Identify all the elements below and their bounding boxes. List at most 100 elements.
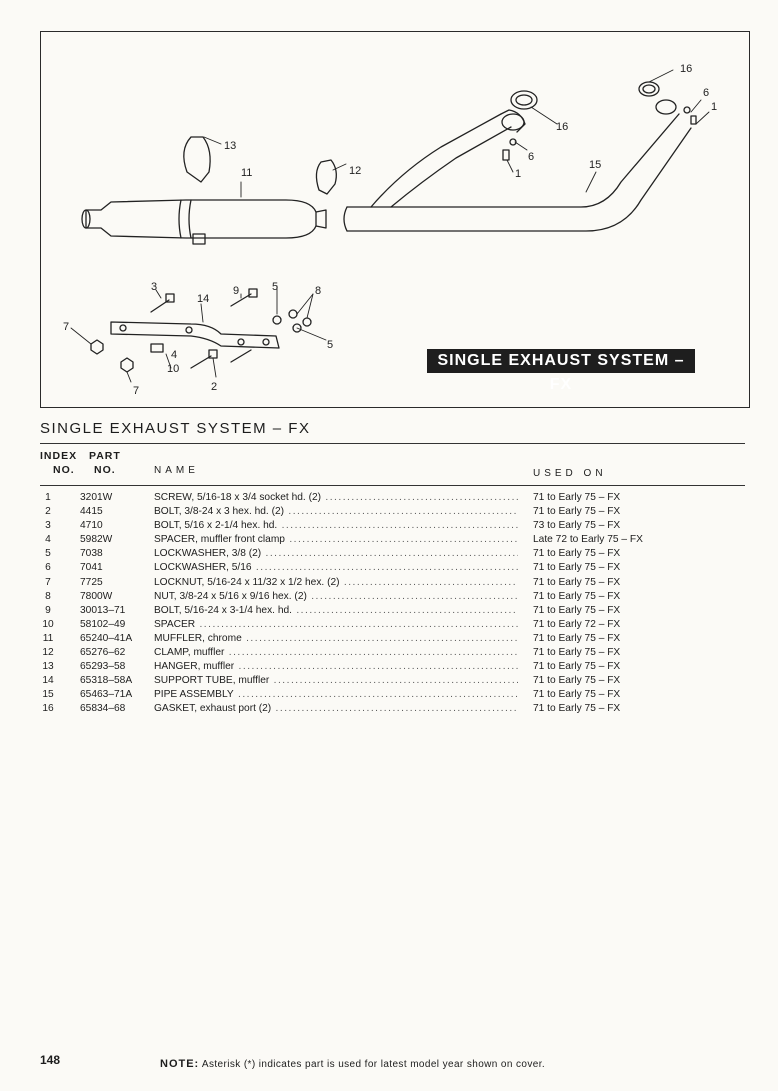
callout-14: 14 — [197, 293, 209, 305]
part-name-text: HANGER, muffler — [154, 661, 235, 673]
dot-leader: ........................................… — [238, 661, 518, 673]
muffler-illustration — [85, 199, 317, 239]
part-name-text: MUFFLER, chrome — [154, 632, 242, 644]
parts-diagram: 16 6 1 16 6 1 15 13 11 12 3 14 9 5 8 5 7… — [40, 31, 750, 408]
used-on-cell: 71 to Early 75 – FX — [533, 548, 621, 560]
note-label: NOTE: — [160, 1058, 200, 1070]
hanger-illustration — [183, 136, 211, 183]
used-on-cell: 71 to Early 75 – FX — [533, 576, 621, 588]
used-on-cell: Late 72 to Early 75 – FX — [533, 534, 643, 546]
used-on-cell: 71 to Early 75 – FX — [533, 506, 621, 518]
index-cell: 12 — [42, 647, 54, 659]
part-number-cell: 58102–49 — [80, 618, 126, 630]
callout-3: 3 — [151, 281, 157, 293]
used-on-cell: 71 to Early 75 – FX — [533, 689, 621, 701]
used-on-cell: 71 to Early 75 – FX — [533, 590, 621, 602]
part-name-text: PIPE ASSEMBLY — [154, 689, 234, 701]
part-number-cell: 4415 — [80, 506, 103, 518]
index-cell: 11 — [42, 632, 54, 644]
used-on-cell: 71 to Early 72 – FX — [533, 618, 621, 630]
part-name-cell: SCREW, 5/16-18 x 3/4 socket hd. (2) ....… — [154, 491, 518, 505]
part-name-text: SPACER, muffler front clamp — [154, 534, 285, 546]
part-number-cell: 7800W — [80, 590, 113, 602]
used-on-cell: 71 to Early 75 – FX — [533, 647, 621, 659]
callout-11: 11 — [241, 167, 252, 179]
part-name-text: SPACER — [154, 618, 196, 630]
header-name: NAME — [154, 465, 199, 476]
callout-5b: 5 — [327, 339, 333, 351]
callout-1b: 1 — [515, 168, 521, 180]
dot-leader: ........................................… — [265, 548, 518, 560]
used-on-cell: 71 to Early 75 – FX — [533, 675, 621, 687]
part-number-cell: 7038 — [80, 548, 103, 560]
part-name-text: SCREW, 5/16-18 x 3/4 socket hd. (2) — [154, 492, 322, 503]
dot-leader: ........................................… — [275, 703, 518, 715]
part-number-cell: 65834–68 — [80, 703, 126, 715]
index-cell: 2 — [45, 506, 51, 518]
part-number-cell: 7725 — [80, 576, 103, 588]
part-name-cell: BOLT, 5/16 x 2-1/4 hex. hd. ............… — [154, 519, 518, 533]
part-name-cell: PIPE ASSEMBLY ..........................… — [154, 688, 518, 702]
table-row: 12 65276–62 CLAMP, muffler ...............… — [36, 646, 750, 660]
index-cell: 6 — [45, 562, 51, 574]
index-cell: 5 — [45, 548, 51, 560]
callout-7b: 7 — [133, 385, 139, 397]
dot-leader: ........................................… — [289, 534, 518, 546]
part-number-cell: 65240–41A — [80, 632, 133, 644]
callout-8: 8 — [315, 285, 321, 297]
callout-5a: 5 — [272, 281, 278, 293]
part-name-text: BOLT, 3/8-24 x 3 hex. hd. (2) — [154, 506, 285, 518]
part-name-cell: BOLT, 3/8-24 x 3 hex. hd. (2) ..........… — [154, 505, 518, 519]
index-cell: 4 — [45, 534, 51, 546]
callout-13: 13 — [224, 140, 236, 152]
used-on-cell: 71 to Early 75 – FX — [533, 661, 621, 673]
dot-leader: ........................................… — [325, 492, 518, 503]
part-name-text: BOLT, 5/16-24 x 3-1/4 hex. hd. — [154, 604, 292, 616]
table-row: 8 7800W NUT, 3/8-24 x 5/16 x 9/16 hex. (2)… — [36, 590, 750, 604]
part-name-cell: BOLT, 5/16-24 x 3-1/4 hex. hd. .........… — [154, 604, 518, 618]
part-name-text: BOLT, 5/16 x 2-1/4 hex. hd. — [154, 520, 278, 532]
callout-7a: 7 — [63, 321, 69, 333]
header-rule — [40, 485, 745, 486]
gasket-illustration — [510, 90, 538, 110]
callout-2: 2 — [211, 381, 217, 393]
callout-6a: 6 — [703, 87, 709, 99]
pipe-assembly-illustration — [346, 113, 680, 208]
callout-15: 15 — [589, 159, 601, 171]
part-name-text: NUT, 3/8-24 x 5/16 x 9/16 hex. (2) — [154, 590, 307, 602]
callout-6b: 6 — [528, 151, 534, 163]
dot-leader: ........................................… — [246, 632, 518, 644]
index-cell: 13 — [42, 661, 54, 673]
exhaust-exploded-view: 16 6 1 16 6 1 15 13 11 12 3 14 9 5 8 5 7… — [63, 63, 717, 397]
part-number-cell: 65463–71A — [80, 689, 133, 701]
index-cell: 8 — [45, 590, 51, 602]
part-number-cell: 3201W — [80, 492, 113, 503]
part-name-cell: LOCKWASHER, 3/8 (2) ....................… — [154, 547, 518, 561]
used-on-cell: 71 to Early 75 – FX — [533, 492, 621, 503]
table-row: 5 7038 LOCKWASHER, 3/8 (2) ...............… — [36, 547, 750, 561]
note-text: Asterisk (*) indicates part is used for … — [201, 1059, 546, 1070]
footer-note: NOTE: Asterisk (*) indicates part is use… — [160, 1058, 545, 1070]
dot-leader: ........................................… — [228, 647, 518, 659]
page-number: 148 — [40, 1053, 61, 1067]
support-tube-illustration — [110, 321, 280, 349]
index-cell: 10 — [42, 618, 54, 630]
part-number-cell: 65276–62 — [80, 647, 126, 659]
dot-leader: ........................................… — [273, 675, 518, 687]
part-number-cell: 30013–71 — [80, 604, 126, 616]
clamp-illustration — [315, 159, 337, 195]
used-on-cell: 71 to Early 75 – FX — [533, 632, 621, 644]
table-row: 4 5982W SPACER, muffler front clamp ......… — [36, 533, 750, 547]
part-name-cell: SPACER, muffler front clamp ............… — [154, 533, 518, 547]
part-number-cell: 5982W — [80, 534, 113, 546]
part-number-cell: 65318–58A — [80, 675, 133, 687]
part-name-cell: CLAMP, muffler .........................… — [154, 646, 518, 660]
dot-leader: ........................................… — [288, 506, 518, 518]
part-name-cell: NUT, 3/8-24 x 5/16 x 9/16 hex. (2) .....… — [154, 590, 518, 604]
